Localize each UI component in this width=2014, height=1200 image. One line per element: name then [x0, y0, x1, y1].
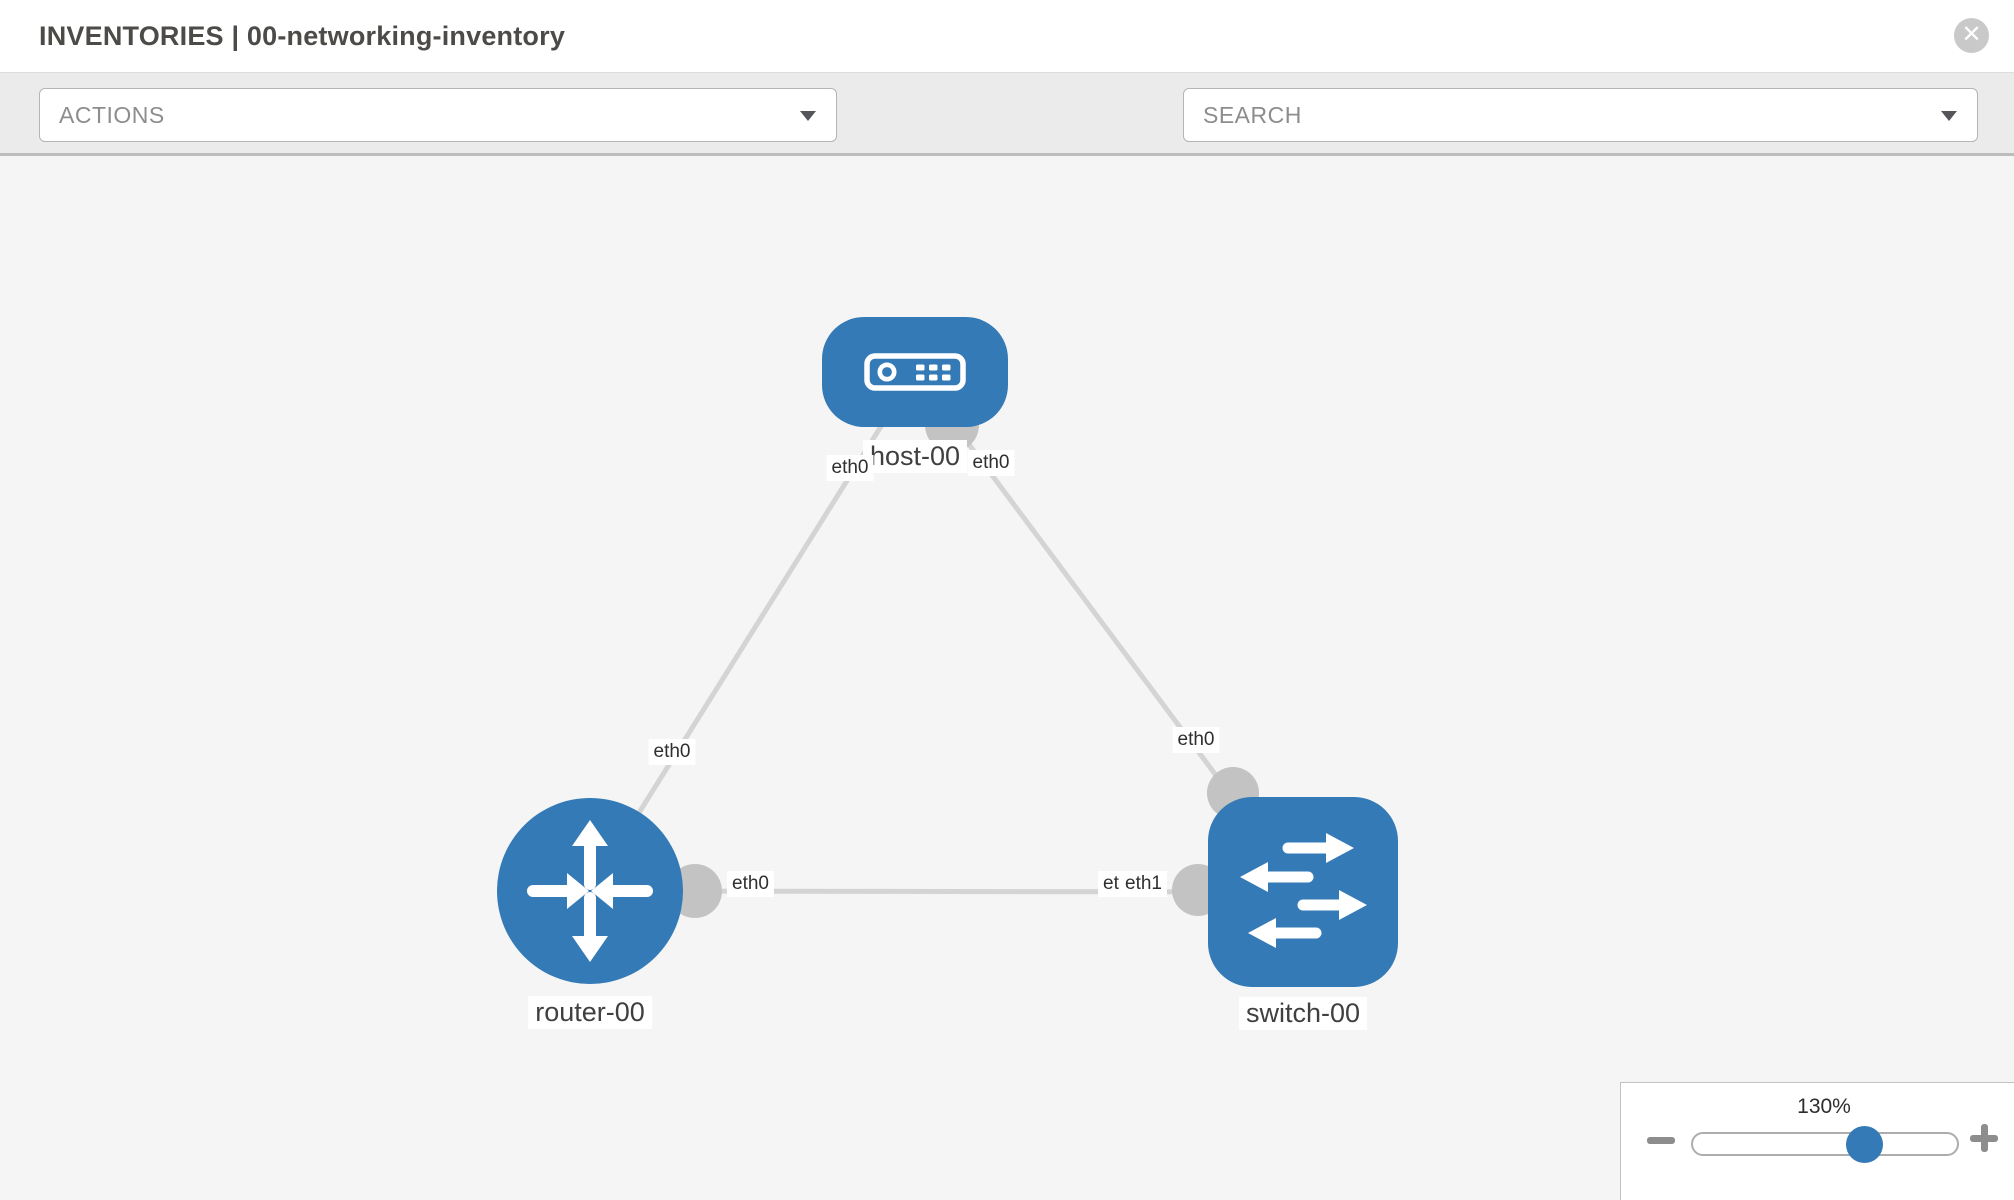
zoom-in-button[interactable]	[1969, 1123, 1999, 1153]
node-router-00[interactable]	[497, 798, 683, 984]
router-arrows-icon	[527, 820, 653, 962]
topology-links-layer	[587, 370, 1306, 918]
topology-canvas: host-00 router-00 switch-00 eth0 eth0 et…	[0, 156, 2014, 1200]
search-dropdown[interactable]: SEARCH	[1183, 88, 1978, 142]
zoom-slider-track[interactable]	[1691, 1132, 1959, 1156]
actions-dropdown[interactable]: ACTIONS	[39, 88, 837, 142]
iface-label-switch-to-router: eth1	[1120, 871, 1167, 897]
iface-label-switch-to-host: eth0	[1172, 727, 1220, 753]
search-dropdown-label: SEARCH	[1203, 101, 1302, 128]
switch-arrows-icon	[1240, 833, 1367, 948]
chevron-down-icon	[800, 111, 816, 121]
actions-dropdown-label: ACTIONS	[59, 101, 165, 128]
iface-label-router-to-switch: eth0	[727, 871, 774, 897]
minus-icon	[1647, 1136, 1675, 1144]
node-label-router[interactable]: router-00	[528, 996, 652, 1029]
plus-icon	[1970, 1124, 1998, 1152]
iface-label-host-to-router: eth0	[826, 455, 874, 481]
node-label-host[interactable]: host-00	[862, 440, 968, 473]
iface-label-host-to-switch: eth0	[967, 450, 1015, 476]
server-icon	[864, 353, 966, 391]
zoom-out-button[interactable]	[1646, 1125, 1676, 1155]
close-button[interactable]: ✕	[1954, 18, 1989, 53]
node-label-switch[interactable]: switch-00	[1238, 997, 1368, 1030]
panel-header: INVENTORIES | 00-networking-inventory ✕	[0, 0, 2014, 72]
chevron-down-icon	[1941, 111, 1957, 121]
node-switch-00[interactable]	[1208, 797, 1398, 987]
zoom-slider-thumb[interactable]	[1846, 1126, 1883, 1163]
iface-label-router-to-host: eth0	[648, 739, 696, 765]
page-title: INVENTORIES | 00-networking-inventory	[39, 21, 566, 51]
close-icon: ✕	[1961, 21, 1982, 48]
node-host-00[interactable]	[822, 317, 1008, 427]
zoom-level-value: 130%	[1797, 1095, 1851, 1118]
zoom-panel: 130%	[1620, 1082, 2014, 1200]
toolbar: ACTIONS SEARCH	[0, 72, 2014, 209]
